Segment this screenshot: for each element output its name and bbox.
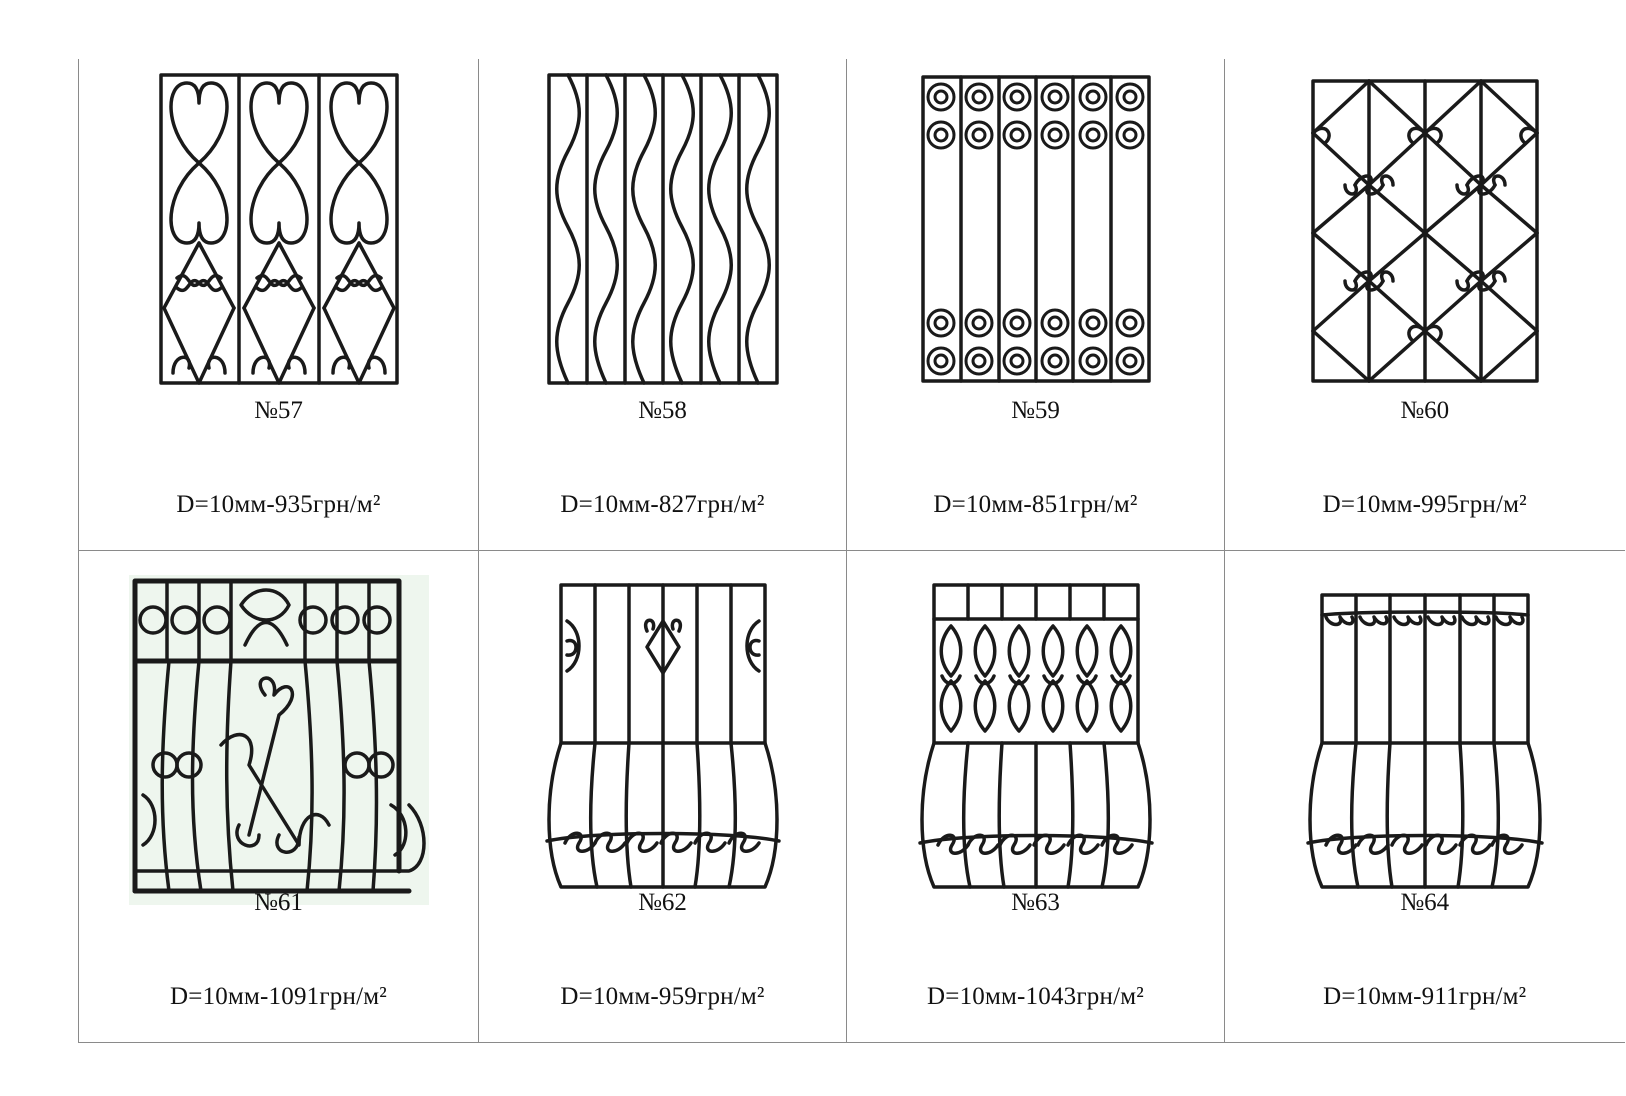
item-price: D=10мм-935грн/м² [176,491,381,518]
catalog-cell: №58 D=10мм-827грн/м² [478,59,847,551]
convex-ring-grille-image [128,574,429,905]
convex-simple-grille-image [1306,593,1544,889]
item-price: D=10мм-959грн/м² [560,982,765,1010]
convex-lace-grille-image [917,583,1154,889]
item-price: D=10мм-827грн/м² [560,491,765,518]
diamond-scroll-grille-image [1311,79,1539,383]
catalog-cell: №62 D=10мм-959грн/м² [478,549,847,1044]
convex-scroll-grille-image [544,583,781,889]
catalog-cell: №63 D=10мм-1043грн/м² [846,549,1225,1044]
spiral-band-grille-image [920,75,1151,383]
item-number: №60 [1400,397,1450,424]
catalog-cell: №64 D=10мм-911грн/м² [1224,549,1625,1044]
catalog-cell: №59 D=10мм-851грн/м² [846,59,1225,551]
item-price: D=10мм-911грн/м² [1323,982,1527,1010]
item-price: D=10мм-851грн/м² [933,491,1138,518]
item-number: №64 [1400,888,1450,916]
catalog-cell: №61 D=10мм-1091грн/м² [78,549,479,1044]
item-price: D=10мм-1043грн/м² [927,982,1144,1010]
item-number: №59 [1011,397,1060,424]
item-number: №61 [254,888,303,916]
heart-scroll-grille-image [158,73,399,385]
item-number: №62 [638,888,687,916]
item-number: №63 [1011,888,1060,916]
wave-bar-grille-image [546,73,779,385]
item-number: №57 [254,397,303,424]
catalog-cell: №57 D=10мм-935грн/м² [78,59,479,551]
item-price: D=10мм-995грн/м² [1322,491,1527,518]
grille-catalog-table: №57 D=10мм-935грн/м² №58 D=10мм-827грн/м… [78,59,1625,1044]
catalog-cell: №60 D=10мм-995грн/м² [1224,59,1625,551]
item-number: №58 [638,397,687,424]
item-price: D=10мм-1091грн/м² [170,982,387,1010]
